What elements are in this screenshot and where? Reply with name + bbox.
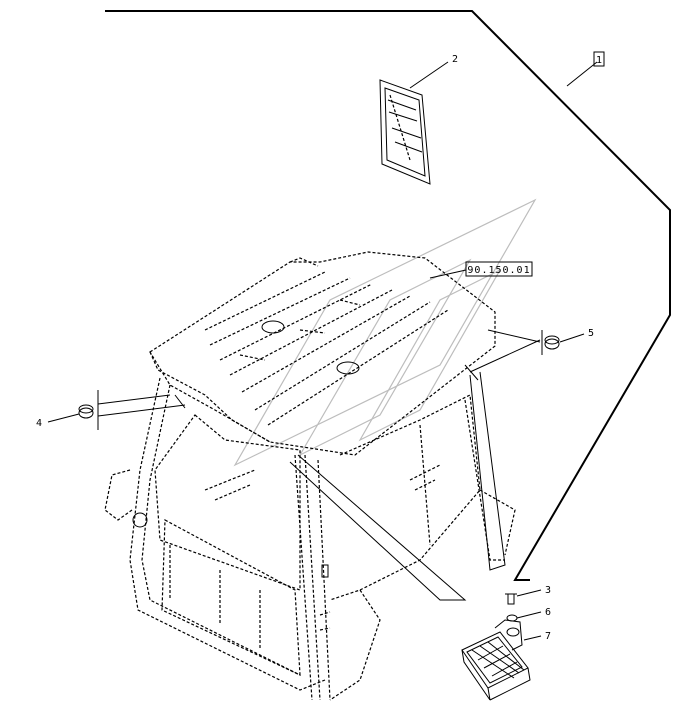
callout-6-text: 6 [545,607,551,618]
callout-4-text: 4 [36,418,42,429]
manual-document [379,61,449,185]
cab-roof [149,251,496,456]
cab-body [104,377,516,701]
callout-3-text: 3 [545,585,551,596]
callout-1: 1 [593,51,605,67]
callout-1-text: 1 [596,55,602,66]
assembly-bracket [105,10,671,581]
watermark-logo [233,198,537,467]
leader-lines [97,329,543,601]
section-reference-text: 90.150.01 [467,265,530,276]
callout-5-text: 5 [588,328,594,339]
plug-left [47,404,94,423]
plug-right [544,333,585,350]
section-reference: 90.150.01 [429,261,533,279]
callout-2-text: 2 [452,54,458,65]
worklight-assembly [461,589,542,701]
callout-7-text: 7 [545,631,551,642]
